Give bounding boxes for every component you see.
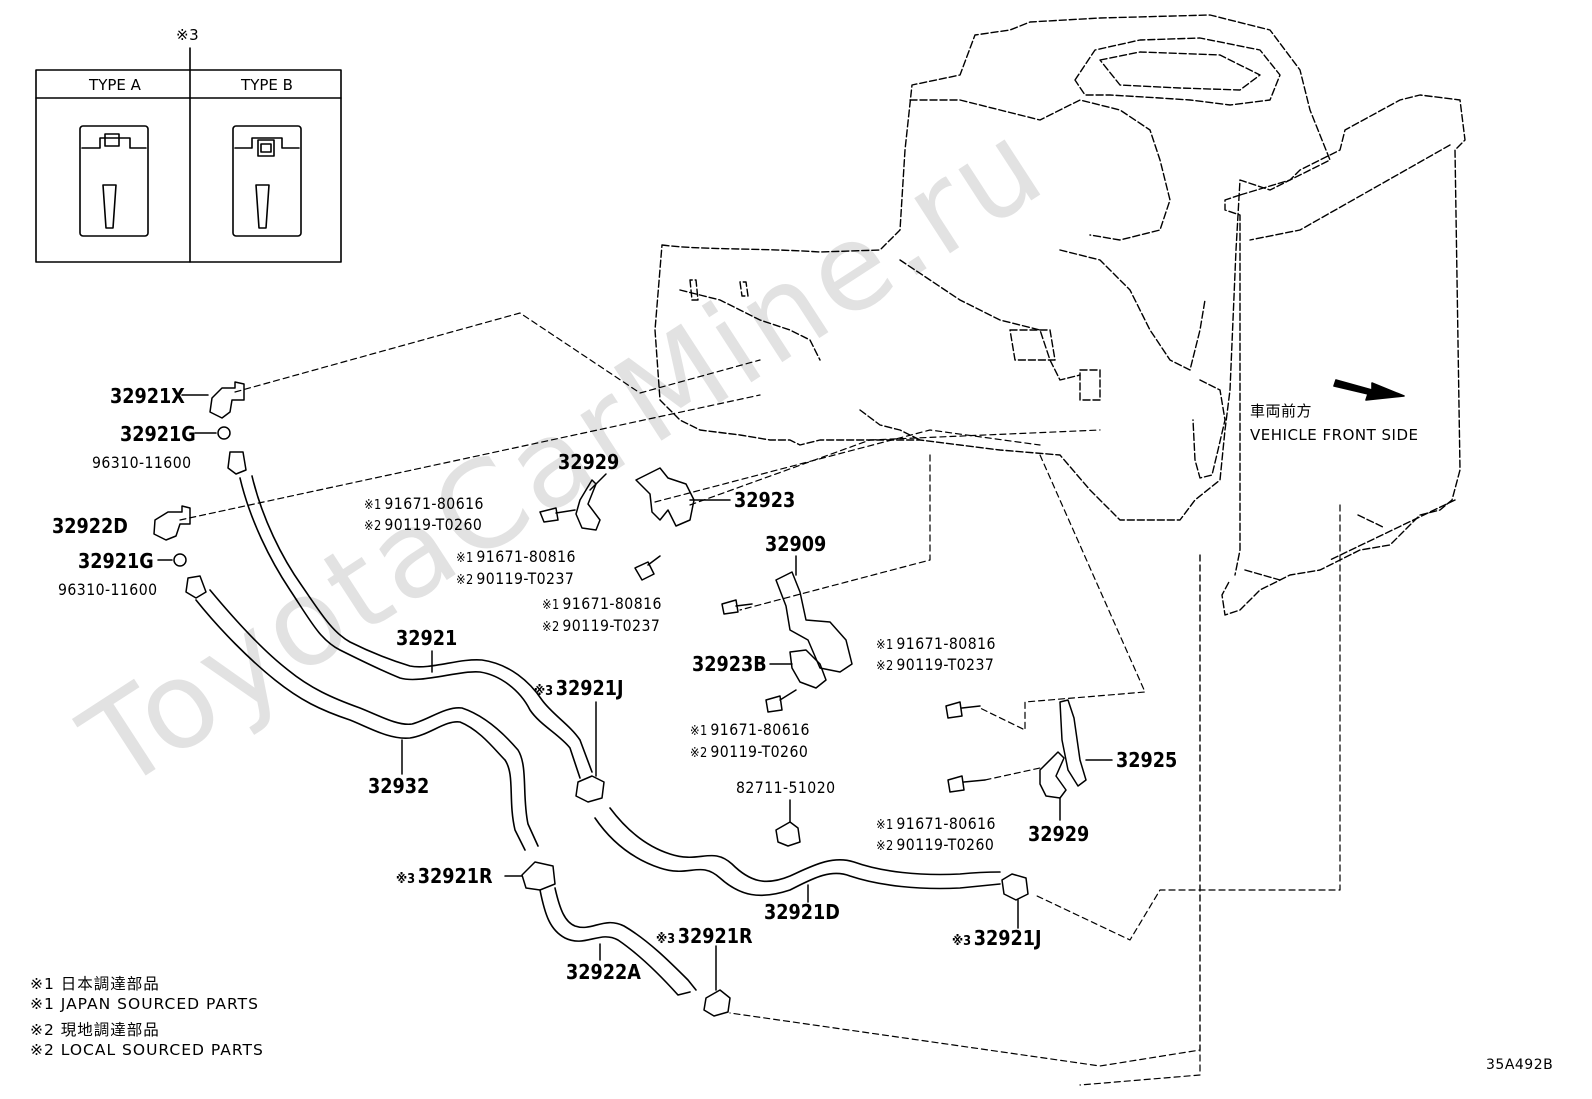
part-label-32923[interactable]: 32923 [734, 488, 796, 512]
hose-32921D [594, 807, 1001, 897]
part-label-96310-11600[interactable]: 96310-11600 [58, 580, 158, 599]
part-label-32921G[interactable]: 32921G [120, 422, 196, 446]
type-b-label: TYPE B [241, 76, 293, 94]
mark-3: ※3 [952, 934, 972, 949]
engine-outline [654, 14, 1331, 521]
leader-lines [179, 312, 1341, 1086]
hose-32921 [239, 475, 593, 779]
hose-32932 [195, 589, 539, 851]
type-a-label: TYPE A [89, 76, 141, 94]
part-label-32929[interactable]: 32929 [558, 450, 620, 474]
fittings [153, 381, 1113, 1017]
legend-line-3: ※2 現地調達部品 [30, 1021, 160, 1039]
part-label-32909[interactable]: 32909 [765, 532, 827, 556]
part-label-32922D[interactable]: 32922D [52, 514, 128, 538]
front-arrow [1333, 379, 1405, 401]
diagram-code: 35A492B [1486, 1057, 1554, 1073]
legend-line-1: ※1 日本調達部品 [30, 975, 160, 993]
radiator-outline [1221, 94, 1466, 616]
hose-32922A [539, 887, 697, 996]
part-label-32929[interactable]: 32929 [1028, 822, 1090, 846]
part-label-32925[interactable]: 32925 [1116, 748, 1178, 772]
type-inset [35, 47, 342, 263]
mark-3: ※3 [534, 684, 554, 699]
legend-line-2: ※1 JAPAN SOURCED PARTS [30, 995, 259, 1013]
part-label-32921G[interactable]: 32921G [78, 549, 154, 573]
legend-line-4: ※2 LOCAL SOURCED PARTS [30, 1041, 264, 1059]
front-label-en: VEHICLE FRONT SIDE [1250, 426, 1419, 444]
part-label-32921[interactable]: 32921 [396, 626, 458, 650]
part-label-32932[interactable]: 32932 [368, 774, 430, 798]
front-label-jp: 車両前方 [1250, 402, 1313, 420]
mark-3: ※3 [656, 932, 676, 947]
part-label-32921X[interactable]: 32921X [110, 384, 185, 408]
part-label-82711-51020[interactable]: 82711-51020 [736, 778, 836, 797]
part-label-32922A[interactable]: 32922A [566, 960, 641, 984]
part-label-32921D[interactable]: 32921D [764, 900, 840, 924]
part-label-96310-11600[interactable]: 96310-11600 [92, 453, 192, 472]
part-label-32923B[interactable]: 32923B [692, 652, 767, 676]
mark-3: ※3 [396, 872, 416, 887]
inset-note-mark: ※3 [176, 26, 200, 44]
